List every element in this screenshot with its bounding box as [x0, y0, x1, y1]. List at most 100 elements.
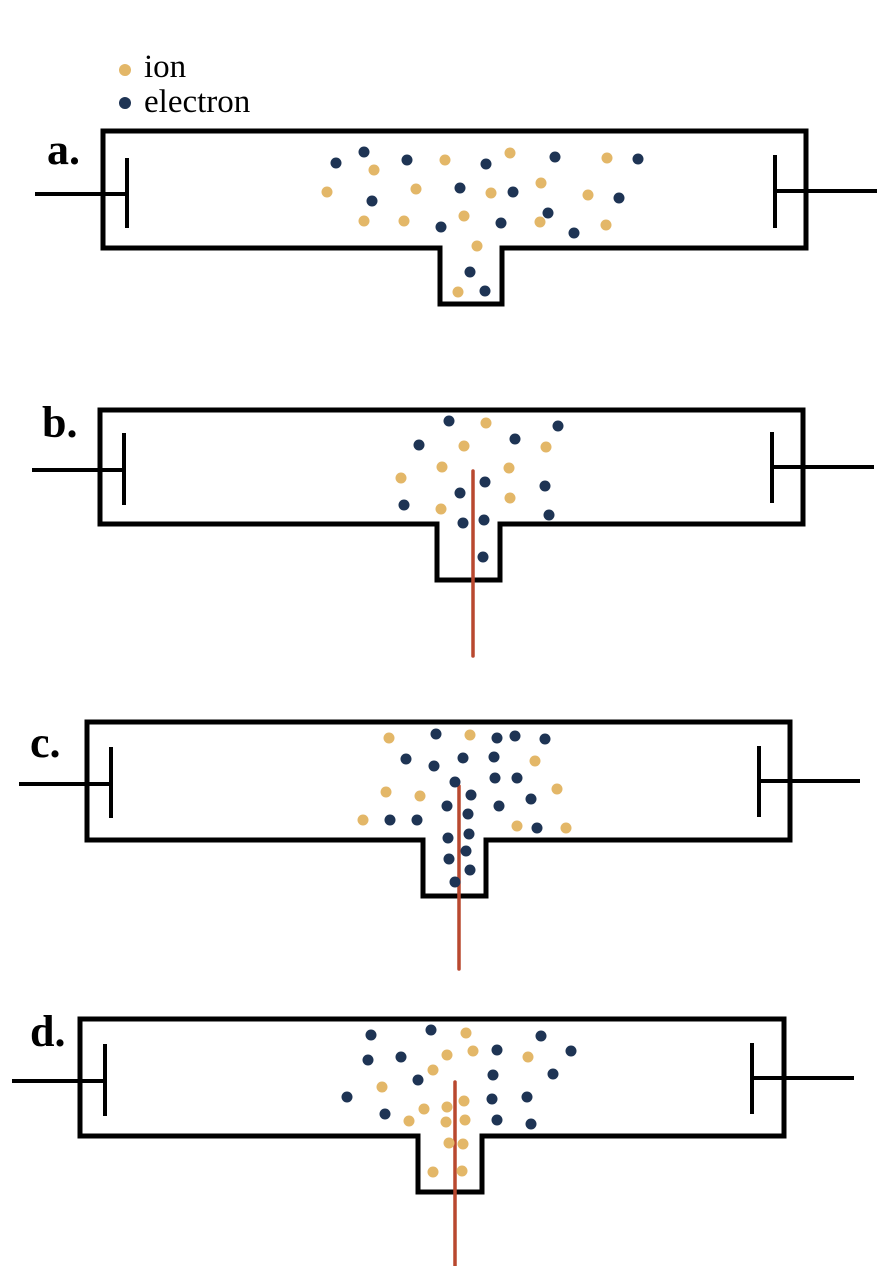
ion-particle: [458, 440, 470, 452]
electron-particle: [568, 227, 580, 239]
electron-particle: [509, 730, 521, 742]
electron-particle: [443, 415, 455, 427]
electron-particle: [358, 146, 370, 158]
ion-particle: [357, 814, 369, 826]
legend-ion-label: ion: [144, 49, 186, 85]
electron-particle: [365, 1029, 377, 1041]
ion-particle: [485, 187, 497, 199]
particles-d: [341, 1024, 577, 1178]
panel-b: b.: [32, 398, 874, 658]
electron-particle: [478, 514, 490, 526]
electron-particle: [535, 1030, 547, 1042]
ion-particle: [439, 154, 451, 166]
ion-particle: [582, 189, 594, 201]
electron-particle: [613, 192, 625, 204]
chamber-c: [84, 719, 793, 899]
electron-particle: [411, 814, 423, 826]
ion-particle: [435, 503, 447, 515]
electron-particle: [341, 1091, 353, 1103]
electron-particle: [493, 800, 505, 812]
electron-particle: [525, 1118, 537, 1130]
electron-particle: [412, 1074, 424, 1086]
electron-particle: [379, 1108, 391, 1120]
electron-particle: [525, 793, 537, 805]
ion-particle: [460, 1027, 472, 1039]
ion-particle: [414, 790, 426, 802]
electron-particle: [395, 1051, 407, 1063]
panel-a: a.: [35, 125, 877, 307]
electron-particle: [401, 154, 413, 166]
ion-particle: [410, 183, 422, 195]
electron-particle: [454, 182, 466, 194]
electron-particle: [491, 1114, 503, 1126]
electron-particle: [442, 832, 454, 844]
electron-particle: [400, 753, 412, 765]
electron-particle: [480, 158, 492, 170]
electron-particle: [449, 776, 461, 788]
legend-electron-label: electron: [144, 84, 250, 120]
panel-label-c: c.: [30, 718, 61, 767]
ion-particle: [560, 822, 572, 834]
electron-particle: [443, 853, 455, 865]
particles-b: [395, 415, 564, 563]
electron-particle: [565, 1045, 577, 1057]
ion-particle: [600, 219, 612, 231]
ion-particle: [418, 1103, 430, 1115]
electron-particle: [465, 789, 477, 801]
ion-particle: [480, 417, 492, 429]
ion-particle: [457, 1138, 469, 1150]
ion-particle: [403, 1115, 415, 1127]
particles-c: [357, 728, 572, 888]
ion-particle: [368, 164, 380, 176]
ion-particle: [427, 1166, 439, 1178]
ion-particle: [540, 441, 552, 453]
panel-label-d: d.: [30, 1007, 65, 1056]
electron-particle: [511, 772, 523, 784]
ion-particle: [535, 177, 547, 189]
electron-particle: [539, 733, 551, 745]
electron-particle: [457, 517, 469, 529]
electron-particle: [477, 551, 489, 563]
electron-particle: [531, 822, 543, 834]
electron-particle: [435, 221, 447, 233]
electron-particle: [330, 157, 342, 169]
electron-particle: [632, 153, 644, 165]
legend-ion-dot: [119, 64, 131, 76]
electron-particle: [457, 752, 469, 764]
electron-particle: [543, 509, 555, 521]
ion-particle: [441, 1049, 453, 1061]
electron-particle: [507, 186, 519, 198]
ion-particle: [452, 286, 464, 298]
ion-particle: [376, 1081, 388, 1093]
chamber-b: [97, 407, 806, 583]
electron-particle: [449, 876, 461, 888]
electron-particle: [539, 480, 551, 492]
electron-particle: [491, 732, 503, 744]
electron-particle: [366, 195, 378, 207]
legend: ion electron: [119, 49, 250, 120]
electron-particle: [549, 151, 561, 163]
electron-particle: [491, 1044, 503, 1056]
electron-particle: [398, 499, 410, 511]
electron-particle: [509, 433, 521, 445]
electron-particle: [413, 439, 425, 451]
ion-particle: [551, 783, 563, 795]
electron-particle: [462, 808, 474, 820]
electron-particle: [547, 1068, 559, 1080]
electron-particle: [479, 476, 491, 488]
ion-particle: [503, 462, 515, 474]
electron-particle: [487, 1069, 499, 1081]
panel-c: c.: [19, 718, 860, 971]
electron-particle: [362, 1054, 374, 1066]
electron-particle: [489, 772, 501, 784]
ion-particle: [383, 732, 395, 744]
electron-particle: [454, 487, 466, 499]
ion-particle: [440, 1116, 452, 1128]
electron-particle: [552, 420, 564, 432]
electron-particle: [521, 1091, 533, 1103]
ion-particle: [471, 240, 483, 252]
electron-particle: [463, 828, 475, 840]
ion-particle: [436, 461, 448, 473]
ion-particle: [534, 216, 546, 228]
